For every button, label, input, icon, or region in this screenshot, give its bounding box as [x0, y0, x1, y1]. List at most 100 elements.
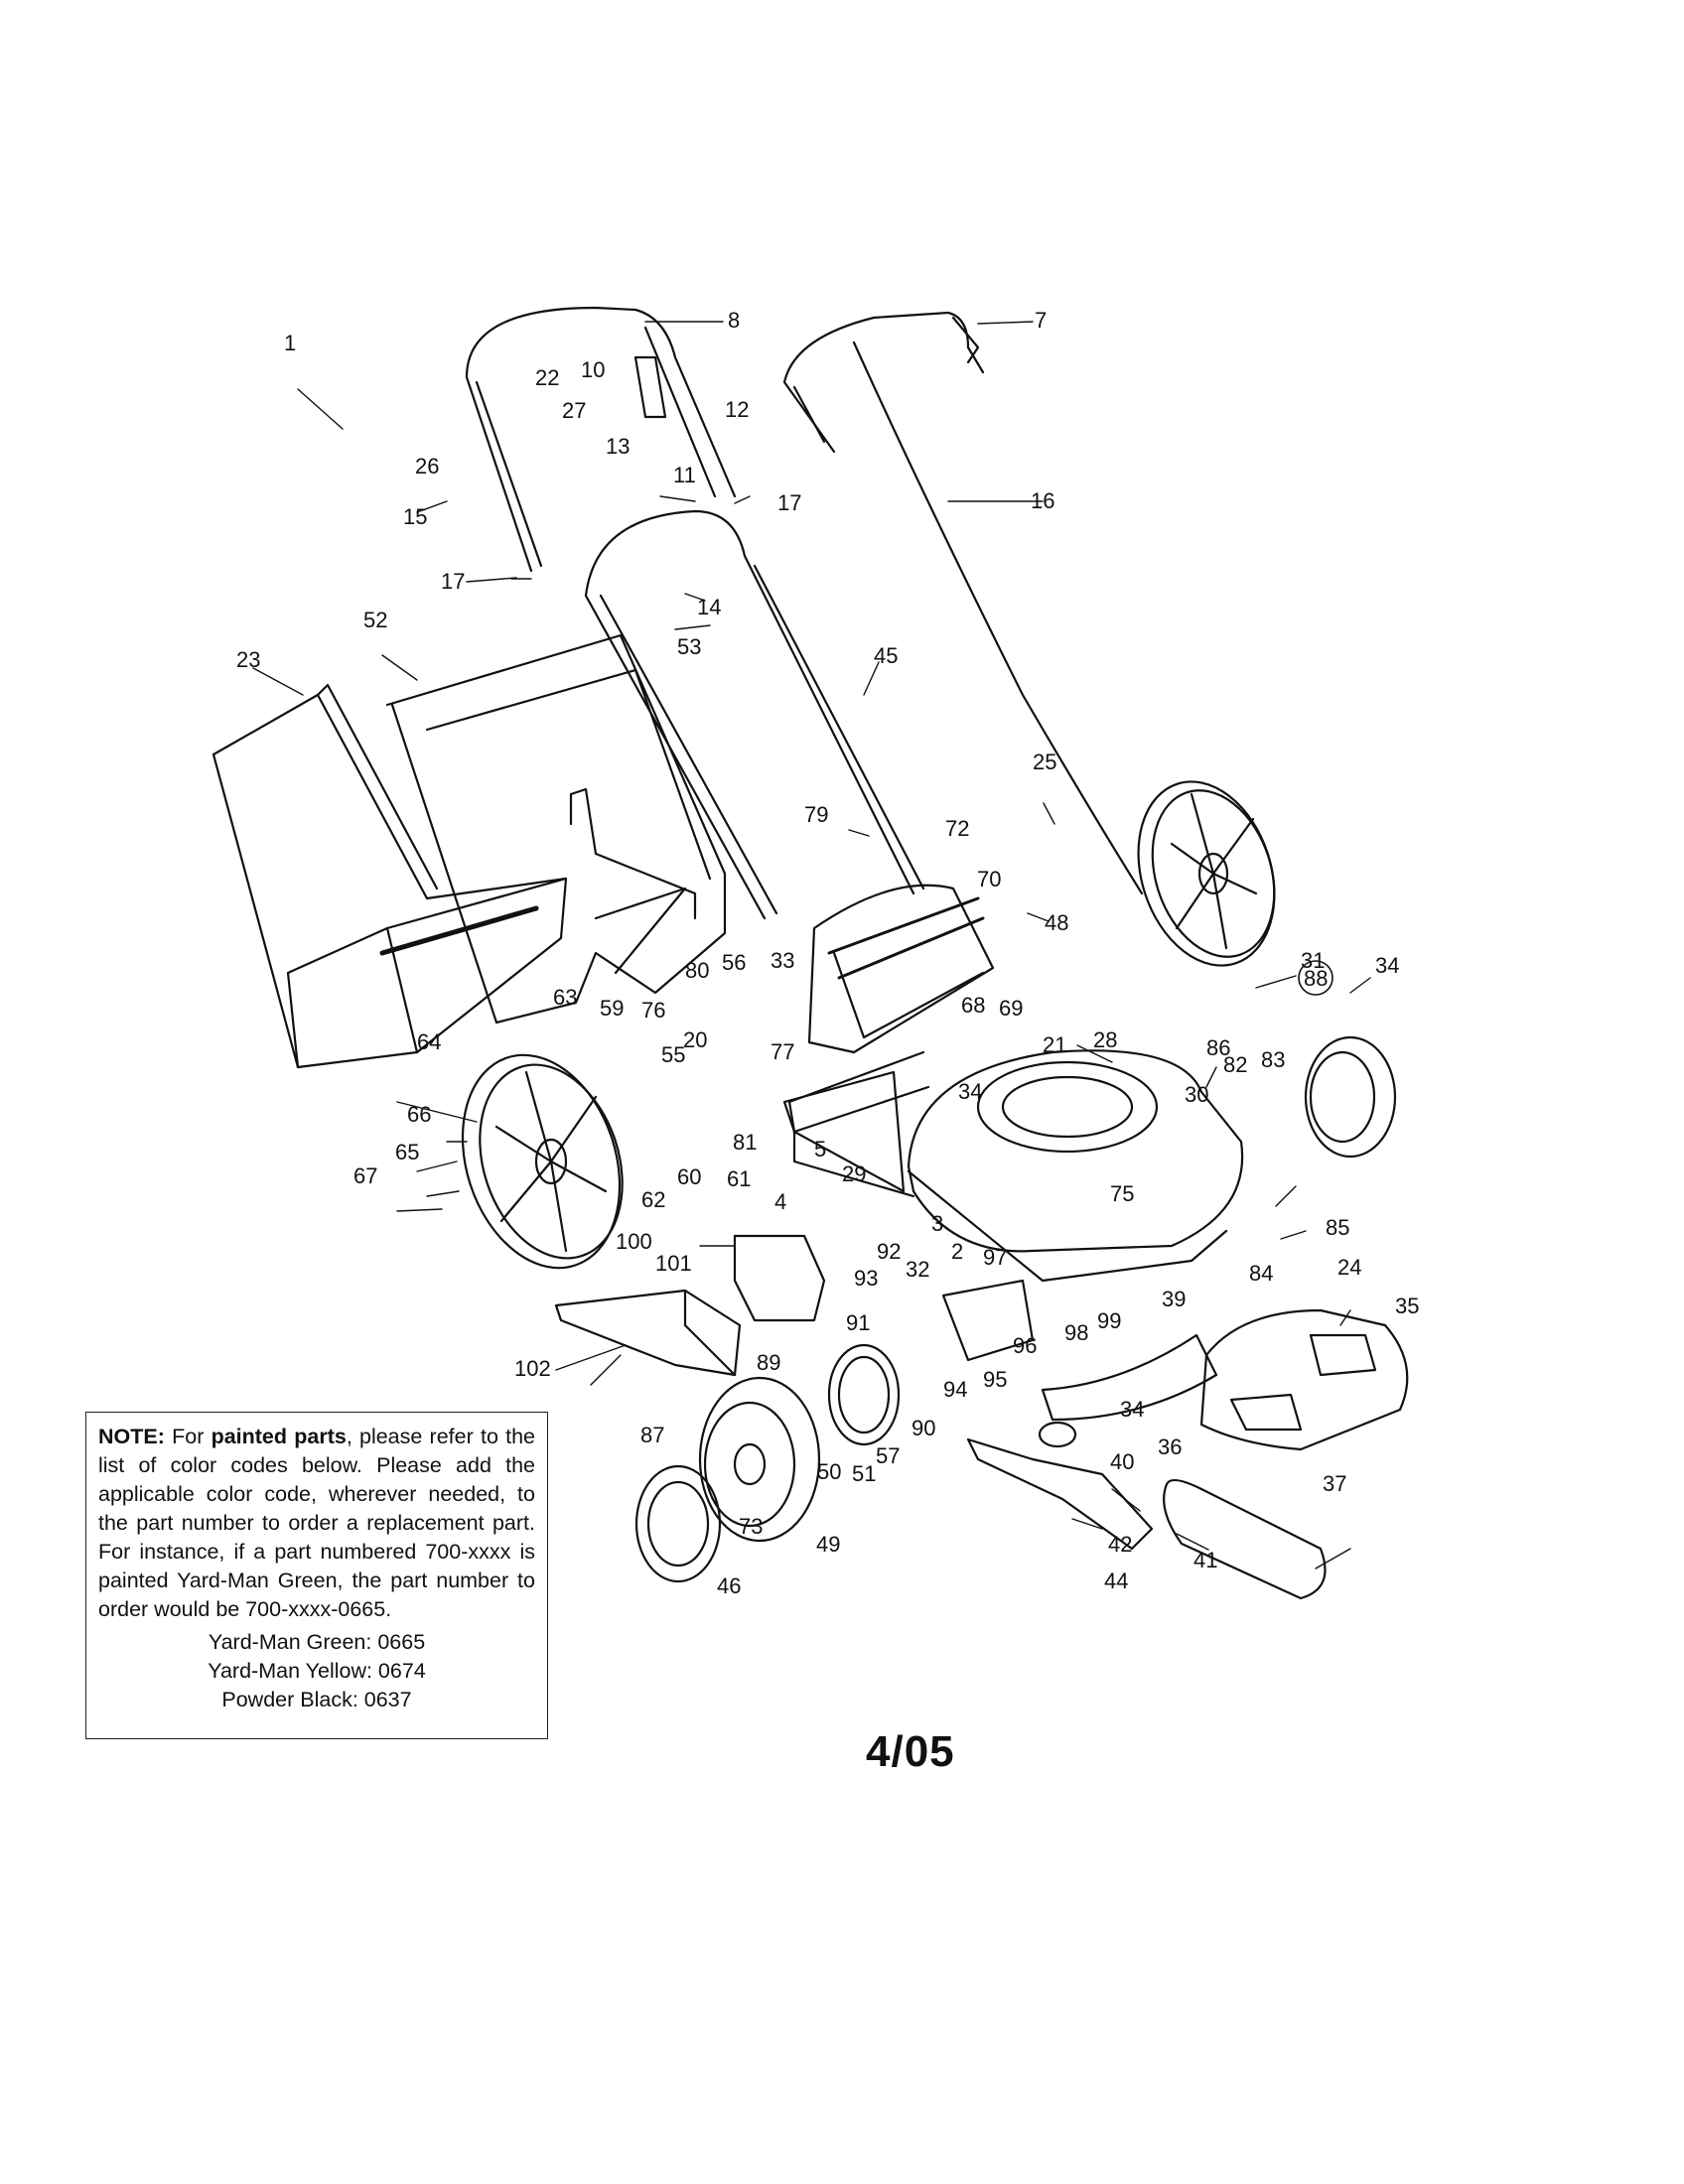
color-code-yellow: Yard-Man Yellow: 0674: [208, 1659, 426, 1683]
transmission: [941, 1279, 1035, 1362]
callout-98: 98: [1064, 1320, 1088, 1345]
callout-94: 94: [943, 1377, 967, 1402]
callout-20: 20: [683, 1027, 707, 1052]
callout-46: 46: [717, 1573, 741, 1598]
callout-48: 48: [1045, 910, 1068, 935]
callout-88-circle: [1298, 960, 1333, 996]
callout-31: 31: [1301, 948, 1325, 973]
callout-22: 22: [535, 365, 559, 390]
callout-99: 99: [1097, 1308, 1121, 1333]
drive-belt: [1163, 1478, 1327, 1600]
callout-91: 91: [846, 1310, 870, 1335]
callout-86: 86: [1206, 1035, 1230, 1060]
callout-4: 4: [774, 1189, 786, 1214]
callout-40: 40: [1110, 1449, 1134, 1474]
callout-102: 102: [514, 1356, 551, 1381]
upper-handle-right: [782, 311, 985, 454]
mower-deck: [782, 1049, 1244, 1283]
callout-17a: 17: [777, 490, 801, 515]
callout-95: 95: [983, 1367, 1007, 1392]
callout-34a: 34: [1375, 953, 1399, 978]
callout-36: 36: [1158, 1434, 1182, 1459]
callout-56: 56: [722, 950, 746, 975]
note-body: NOTE: For painted parts, please refer to…: [98, 1423, 535, 1624]
hubcap: [634, 1464, 722, 1583]
callout-97: 97: [983, 1245, 1007, 1270]
callout-23: 23: [236, 647, 260, 672]
callout-8: 8: [728, 308, 740, 333]
control-cable: [852, 341, 1144, 895]
callout-11: 11: [673, 463, 696, 487]
callout-90: 90: [912, 1416, 935, 1440]
callout-59: 59: [600, 996, 624, 1021]
rear-wheel-right: [1137, 780, 1276, 967]
date-code: 4/05: [866, 1727, 955, 1776]
callout-10: 10: [581, 357, 605, 382]
callout-24: 24: [1337, 1255, 1361, 1280]
belt-cover: [1041, 1333, 1218, 1422]
callout-79: 79: [804, 802, 828, 827]
callout-60: 60: [677, 1164, 701, 1189]
callout-33: 33: [771, 948, 794, 973]
callout-12: 12: [725, 397, 749, 422]
engine-shroud: [1199, 1308, 1409, 1451]
lower-handle: [584, 509, 925, 920]
callout-55: 55: [661, 1042, 685, 1067]
callout-73: 73: [739, 1514, 763, 1539]
painted-parts-note: NOTE: For painted parts, please refer to…: [85, 1412, 548, 1739]
callout-25: 25: [1033, 750, 1056, 774]
callout-83: 83: [1261, 1047, 1285, 1072]
callout-41: 41: [1193, 1548, 1217, 1572]
callout-100: 100: [616, 1229, 652, 1254]
note-text: , please refer to the list of color code…: [98, 1425, 535, 1621]
callout-87: 87: [640, 1423, 664, 1447]
callout-13: 13: [606, 434, 630, 459]
mower-blade: [966, 1437, 1154, 1551]
side-discharge-chute: [554, 1289, 742, 1377]
front-drive-wheel: [698, 1376, 821, 1543]
callout-61: 61: [727, 1166, 751, 1191]
note-intro: For: [172, 1425, 205, 1448]
mulch-plug: [733, 1234, 826, 1322]
callout-92: 92: [877, 1239, 901, 1264]
callout-101: 101: [655, 1251, 692, 1276]
callout-63: 63: [553, 985, 577, 1010]
callout-21: 21: [1043, 1032, 1066, 1057]
callout-75: 75: [1110, 1181, 1134, 1206]
callout-96: 96: [1013, 1333, 1037, 1358]
callout-16: 16: [1031, 488, 1054, 513]
callout-84: 84: [1249, 1261, 1273, 1286]
callout-93: 93: [854, 1266, 878, 1291]
drive-gear: [827, 1343, 901, 1446]
callout-65: 65: [395, 1140, 419, 1164]
callout-44: 44: [1104, 1569, 1128, 1593]
callout-67: 67: [353, 1163, 377, 1188]
callout-26: 26: [415, 454, 439, 478]
callout-70: 70: [977, 867, 1001, 891]
callout-72: 72: [945, 816, 969, 841]
callout-53: 53: [677, 634, 701, 659]
callout-17b: 17: [441, 569, 465, 594]
callout-82: 82: [1223, 1052, 1247, 1077]
color-code-list: Yard-Man Green: 0665 Yard-Man Yellow: 06…: [98, 1628, 535, 1714]
callout-28: 28: [1093, 1027, 1117, 1052]
callout-34c: 34: [1120, 1397, 1144, 1422]
callout-66: 66: [407, 1102, 431, 1127]
callout-30: 30: [1185, 1082, 1208, 1107]
callout-81: 81: [733, 1130, 757, 1155]
color-code-black: Powder Black: 0637: [221, 1688, 412, 1711]
callout-35: 35: [1395, 1294, 1419, 1318]
callout-62: 62: [641, 1187, 665, 1212]
callout-85: 85: [1326, 1215, 1349, 1240]
rear-baffle: [787, 1050, 930, 1134]
note-emphasis: painted parts: [210, 1425, 347, 1448]
callout-1: 1: [284, 331, 296, 355]
callout-14: 14: [697, 595, 721, 619]
callout-64: 64: [417, 1029, 441, 1054]
front-wheel-right: [1304, 1035, 1397, 1159]
leader-lines: [252, 321, 1371, 1570]
grass-bag: [211, 683, 568, 1069]
color-code-green: Yard-Man Green: 0665: [208, 1630, 426, 1654]
callout-labels: 1 2 3 4 5 7 8 10 11 12 13 14 15 16 17 17…: [236, 308, 1419, 1598]
